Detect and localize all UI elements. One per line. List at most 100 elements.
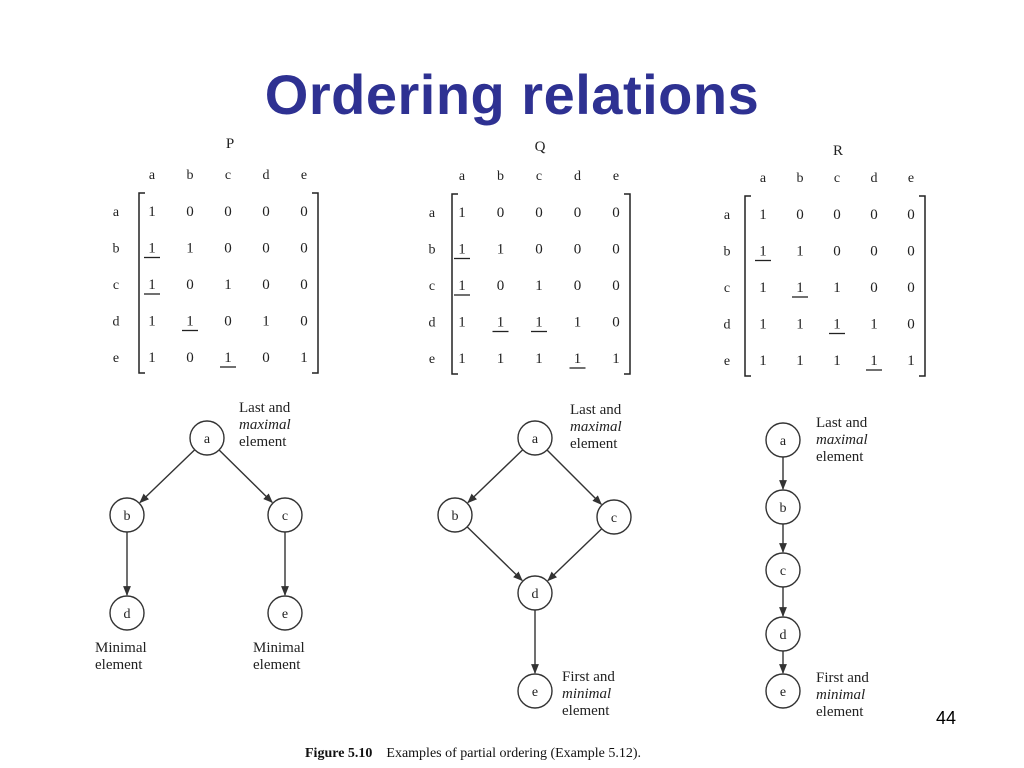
matrix-cell: 0: [833, 244, 841, 260]
node-circle-a: [517, 420, 553, 456]
slide-title: Ordering relations: [264, 63, 760, 126]
node-circle-c: [765, 552, 801, 588]
matrix-cell: 0: [907, 280, 915, 296]
row-header: b: [113, 242, 120, 257]
matrix-cell: 1: [907, 353, 915, 369]
matrix-cell: 0: [612, 205, 620, 221]
node-label: b: [780, 501, 787, 516]
annotation-label: minimal: [562, 686, 611, 702]
figure-label: Figure 5.10: [305, 746, 373, 761]
node-circle-c: [596, 499, 632, 535]
node-label: d: [124, 607, 131, 622]
matrix-cell: 0: [612, 242, 620, 258]
matrix-cell: 1: [612, 351, 620, 367]
column-header: e: [613, 169, 619, 184]
matrix-cell: 1: [796, 280, 804, 296]
column-header: d: [871, 171, 878, 186]
matrix-cell: 1: [148, 241, 156, 257]
matrix-cell: 0: [870, 280, 878, 296]
node-label: d: [780, 628, 787, 643]
matrix-cell: 1: [458, 351, 466, 367]
right-bracket: [624, 193, 631, 375]
node-label: e: [780, 685, 786, 700]
column-header: d: [263, 168, 270, 183]
matrix-cell: 0: [186, 350, 194, 366]
column-header: e: [301, 168, 307, 183]
left-bracket: [138, 192, 145, 374]
row-header: a: [113, 205, 120, 220]
matrix-cell: 0: [262, 277, 270, 293]
node-circle-b: [109, 497, 145, 533]
matrix-cell: 1: [224, 350, 232, 366]
matrix-cell: 1: [833, 317, 841, 333]
matrix-cell: 1: [535, 315, 543, 331]
node-circle-a: [189, 420, 225, 456]
left-bracket: [451, 193, 458, 375]
node-circle-d: [109, 595, 145, 631]
annotation-label: Last and: [816, 415, 868, 431]
edge-arrow-a-c: [546, 449, 602, 505]
matrix-cell: 0: [262, 350, 270, 366]
figure-caption-text: Examples of partial ordering (Example 5.…: [386, 746, 642, 761]
node-circle-a: [765, 422, 801, 458]
matrix-cell: 0: [497, 205, 505, 221]
matrix-cell: 1: [224, 277, 232, 293]
matrix-cell: 1: [497, 315, 505, 331]
annotation-label: minimal: [816, 687, 865, 703]
matrix-cell: 1: [186, 241, 194, 257]
node-circle-e: [517, 673, 553, 709]
annotation-label: Last and: [239, 400, 291, 416]
node-circle-b: [437, 497, 473, 533]
annotation-label: element: [570, 436, 618, 452]
node-label: e: [282, 607, 288, 622]
node-label: e: [532, 685, 538, 700]
matrix-cell: 0: [300, 241, 308, 257]
node-label: c: [282, 509, 288, 524]
node-label: b: [124, 509, 131, 524]
matrix-cell: 0: [612, 315, 620, 331]
column-header: a: [760, 171, 767, 186]
column-header: b: [497, 169, 504, 184]
node-circle-b: [765, 489, 801, 525]
node-label: a: [780, 434, 787, 449]
row-header: e: [113, 351, 119, 366]
annotation-label: First and: [816, 670, 869, 686]
matrix-cell: 1: [262, 314, 270, 330]
matrix-cell: 0: [186, 204, 194, 220]
matrix-cell: 0: [186, 277, 194, 293]
matrix-name: Q: [535, 139, 546, 155]
edge-arrow-a-b: [139, 449, 196, 504]
matrix-cell: 0: [907, 317, 915, 333]
matrix-cell: 0: [833, 207, 841, 223]
right-bracket: [312, 192, 319, 374]
node-label: a: [204, 432, 211, 447]
node-circle-d: [765, 616, 801, 652]
matrix-cell: 1: [833, 280, 841, 296]
annotation-label: Minimal: [253, 640, 305, 656]
matrix-cell: 1: [796, 317, 804, 333]
matrix-cell: 1: [497, 351, 505, 367]
matrix-cell: 1: [759, 317, 767, 333]
matrix-cell: 1: [535, 351, 543, 367]
matrix-cell: 0: [535, 205, 543, 221]
matrix-cell: 1: [759, 280, 767, 296]
left-bracket: [744, 195, 751, 377]
row-header: d: [724, 318, 731, 333]
column-header: c: [834, 171, 840, 186]
node-circle-c: [267, 497, 303, 533]
matrix-cell: 1: [796, 244, 804, 260]
matrix-cell: 1: [458, 278, 466, 294]
annotation-label: element: [816, 704, 864, 720]
matrix-cell: 1: [458, 242, 466, 258]
matrix-cell: 0: [497, 278, 505, 294]
row-header: c: [724, 281, 730, 296]
column-header: c: [536, 169, 542, 184]
